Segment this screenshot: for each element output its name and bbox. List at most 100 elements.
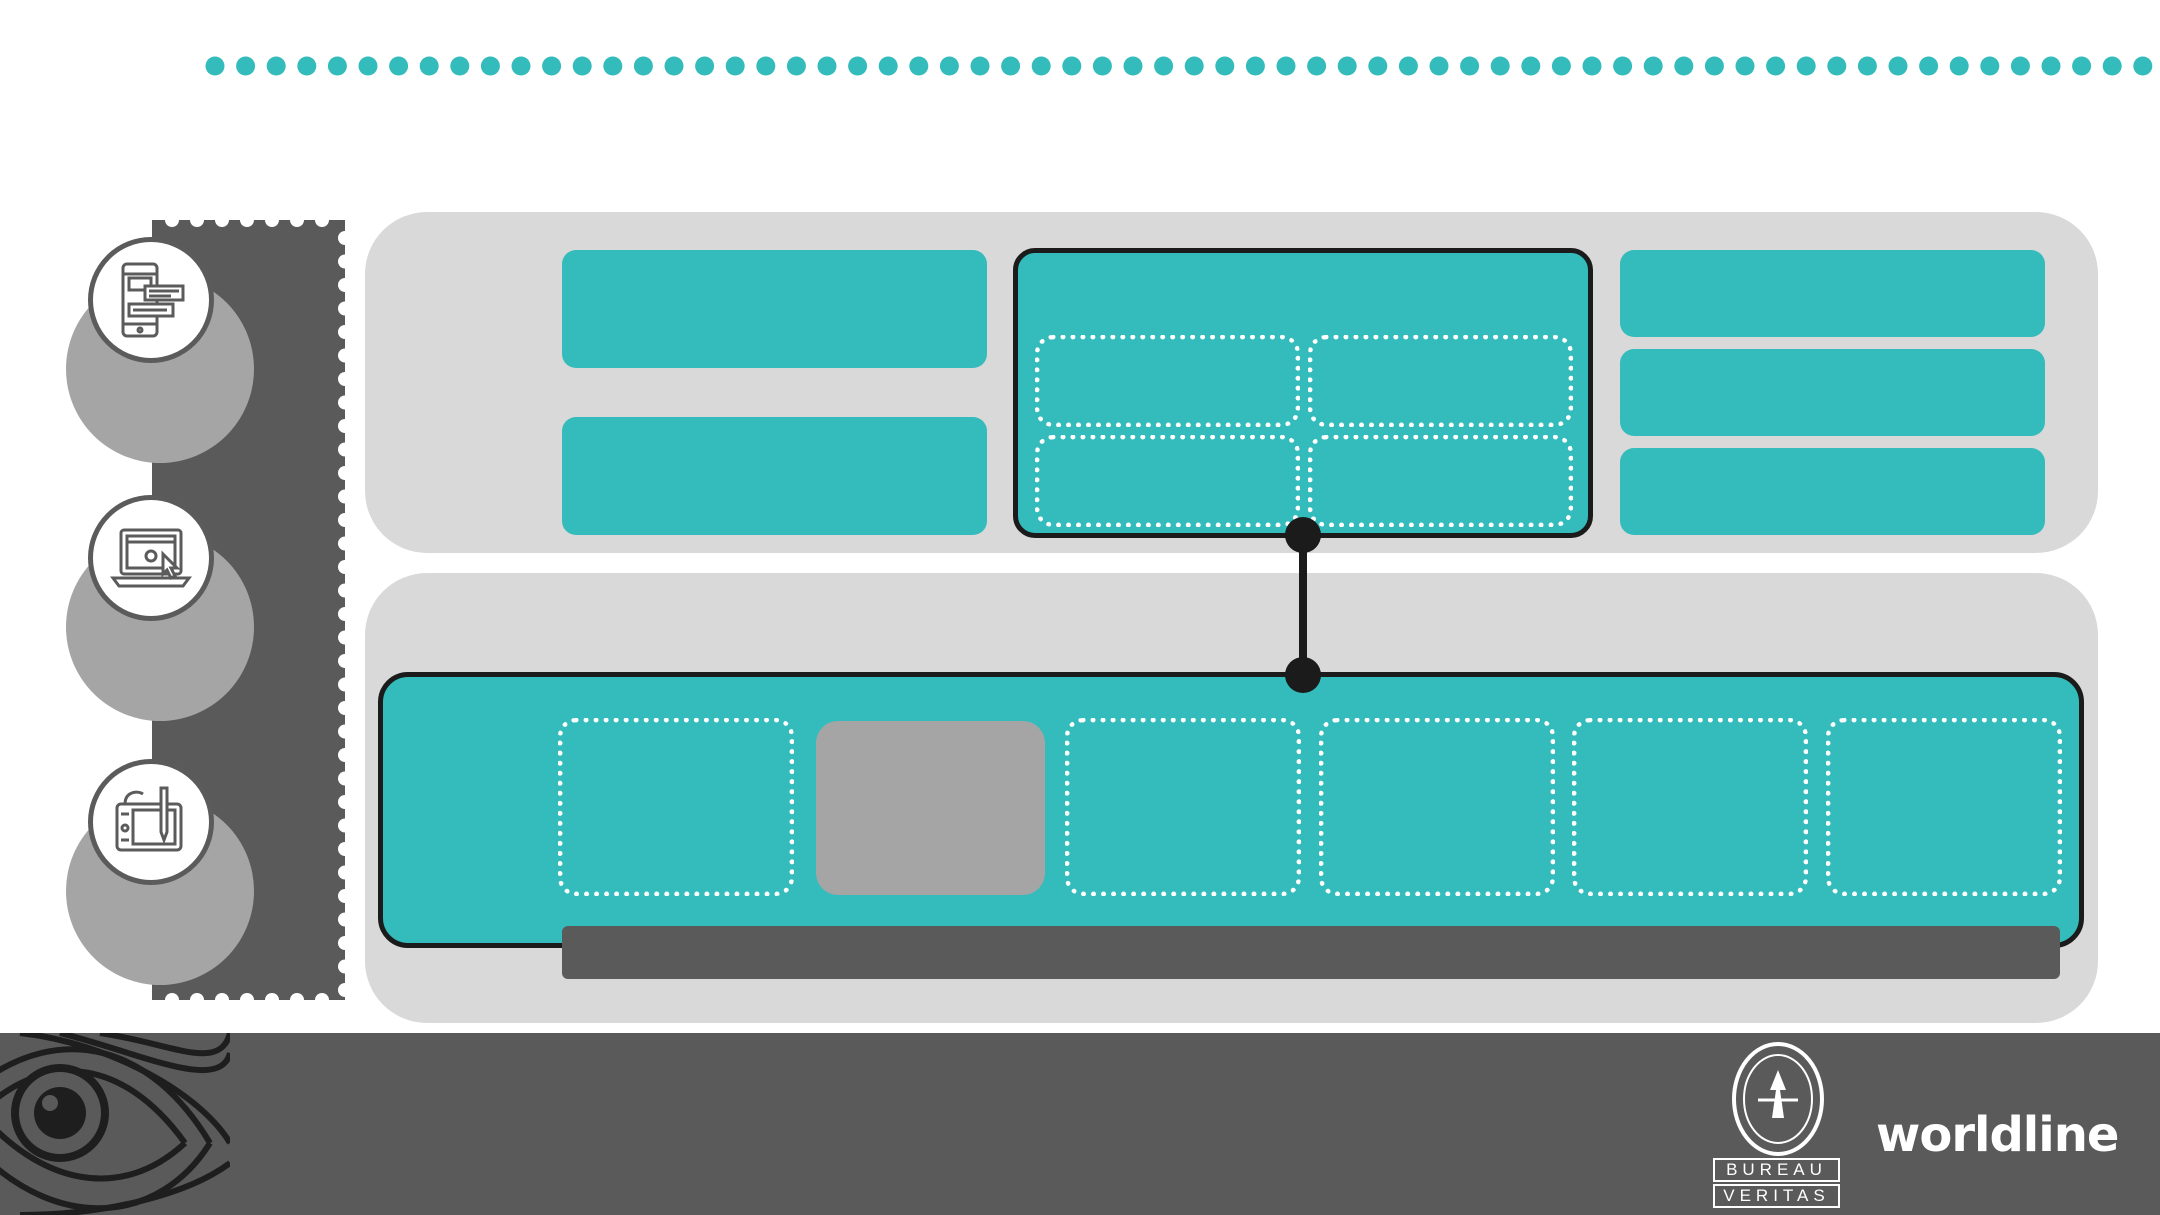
strip-scallop bbox=[215, 220, 229, 227]
strip-scallop bbox=[338, 936, 345, 950]
decor-dot bbox=[1031, 56, 1051, 76]
decor-dot bbox=[1337, 56, 1357, 76]
decor-dot bbox=[1735, 56, 1755, 76]
strip-scallop bbox=[338, 513, 345, 527]
decor-dot bbox=[1001, 56, 1021, 76]
lower-slot-5 bbox=[1572, 718, 1808, 896]
decor-dot bbox=[358, 56, 378, 76]
strip-scallop bbox=[338, 701, 345, 715]
strip-scallop bbox=[338, 372, 345, 386]
upper-right-box-2 bbox=[1620, 349, 2045, 436]
decor-dot bbox=[1704, 56, 1724, 76]
decor-dot bbox=[725, 56, 745, 76]
decor-dot bbox=[2010, 56, 2030, 76]
decor-dot bbox=[786, 56, 806, 76]
decor-dot bbox=[1245, 56, 1265, 76]
strip-scallop bbox=[290, 993, 304, 1000]
upper-right-box-1 bbox=[1620, 250, 2045, 337]
upper-center-slot-1 bbox=[1035, 335, 1300, 427]
strip-scallop bbox=[265, 220, 279, 227]
strip-scallop bbox=[338, 301, 345, 316]
strip-scallop bbox=[338, 983, 345, 997]
decor-dot bbox=[1766, 56, 1786, 76]
strip-scallop bbox=[338, 889, 345, 903]
decor-dot bbox=[542, 56, 562, 76]
upper-right-box-3 bbox=[1620, 448, 2045, 535]
strip-scallop bbox=[338, 466, 345, 480]
upper-center-slot-2 bbox=[1308, 335, 1573, 427]
strip-scallop bbox=[265, 993, 279, 1000]
strip-scallop bbox=[338, 560, 345, 574]
strip-scallop bbox=[338, 607, 345, 621]
decor-dot bbox=[817, 56, 837, 76]
strip-scallop bbox=[240, 993, 254, 1000]
eye-icon bbox=[0, 1033, 230, 1215]
strip-scallop bbox=[338, 771, 345, 786]
lower-slot-6 bbox=[1826, 718, 2062, 896]
decor-dot bbox=[236, 56, 256, 76]
decor-dot bbox=[1490, 56, 1510, 76]
decor-dot bbox=[327, 56, 347, 76]
decor-dot bbox=[480, 56, 500, 76]
decor-dot bbox=[1184, 56, 1204, 76]
strip-scallop bbox=[338, 231, 345, 245]
worldline-logo: worldline bbox=[1876, 1107, 2119, 1163]
strip-scallop bbox=[165, 993, 179, 1000]
decor-dot bbox=[1521, 56, 1541, 76]
decor-dot bbox=[633, 56, 653, 76]
decor-dot bbox=[1062, 56, 1082, 76]
upper-center-slot-4 bbox=[1308, 435, 1573, 527]
strip-scallop bbox=[338, 325, 345, 339]
upper-left-box-2 bbox=[562, 417, 987, 535]
strip-scallop bbox=[338, 912, 345, 927]
decor-dot bbox=[1980, 56, 2000, 76]
decor-dot bbox=[695, 56, 715, 76]
decor-dot bbox=[572, 56, 592, 76]
decor-dot bbox=[1613, 56, 1633, 76]
lower-slot-4 bbox=[1319, 718, 1555, 896]
decor-dot bbox=[2133, 56, 2153, 76]
decor-dot bbox=[1919, 56, 1939, 76]
mobile-app-icon bbox=[88, 237, 214, 363]
decor-dot bbox=[939, 56, 959, 76]
decor-dot bbox=[756, 56, 776, 76]
strip-scallop bbox=[165, 220, 179, 227]
upper-center-outlined-box bbox=[1013, 248, 1593, 538]
upper-left-box-1 bbox=[562, 250, 987, 368]
dotted-line-decoration bbox=[205, 56, 2153, 76]
strip-scallop bbox=[338, 348, 345, 363]
upper-center-slot-3 bbox=[1035, 435, 1300, 527]
decor-dot bbox=[1215, 56, 1235, 76]
strip-scallop bbox=[338, 842, 345, 856]
lower-base-bar bbox=[562, 926, 2060, 979]
strip-scallop bbox=[338, 442, 345, 457]
lower-slot-2-grey bbox=[816, 721, 1045, 895]
strip-scallop bbox=[338, 677, 345, 692]
laptop-click-icon bbox=[88, 495, 214, 621]
decor-dot bbox=[1398, 56, 1418, 76]
strip-scallop bbox=[315, 993, 329, 1000]
strip-scallop bbox=[338, 395, 345, 410]
decor-dot bbox=[1429, 56, 1449, 76]
strip-scallop bbox=[315, 220, 329, 227]
connector-line bbox=[1285, 517, 1321, 693]
decor-dot bbox=[1674, 56, 1694, 76]
strip-scallop bbox=[338, 818, 345, 833]
decor-dot bbox=[2102, 56, 2122, 76]
decor-dot bbox=[1154, 56, 1174, 76]
lower-slot-3 bbox=[1065, 718, 1301, 896]
decor-dot bbox=[1888, 56, 1908, 76]
decor-dot bbox=[909, 56, 929, 76]
decor-dot bbox=[2072, 56, 2092, 76]
strip-scallop bbox=[190, 220, 204, 227]
strip-scallop bbox=[215, 993, 229, 1000]
strip-scallop bbox=[338, 748, 345, 762]
decor-dot bbox=[266, 56, 286, 76]
strip-scallop bbox=[338, 724, 345, 739]
strip-scallop bbox=[338, 865, 345, 880]
decor-dot bbox=[419, 56, 439, 76]
strip-scallop bbox=[290, 220, 304, 227]
strip-scallop bbox=[338, 654, 345, 668]
strip-scallop bbox=[240, 220, 254, 227]
strip-scallop bbox=[190, 993, 204, 1000]
